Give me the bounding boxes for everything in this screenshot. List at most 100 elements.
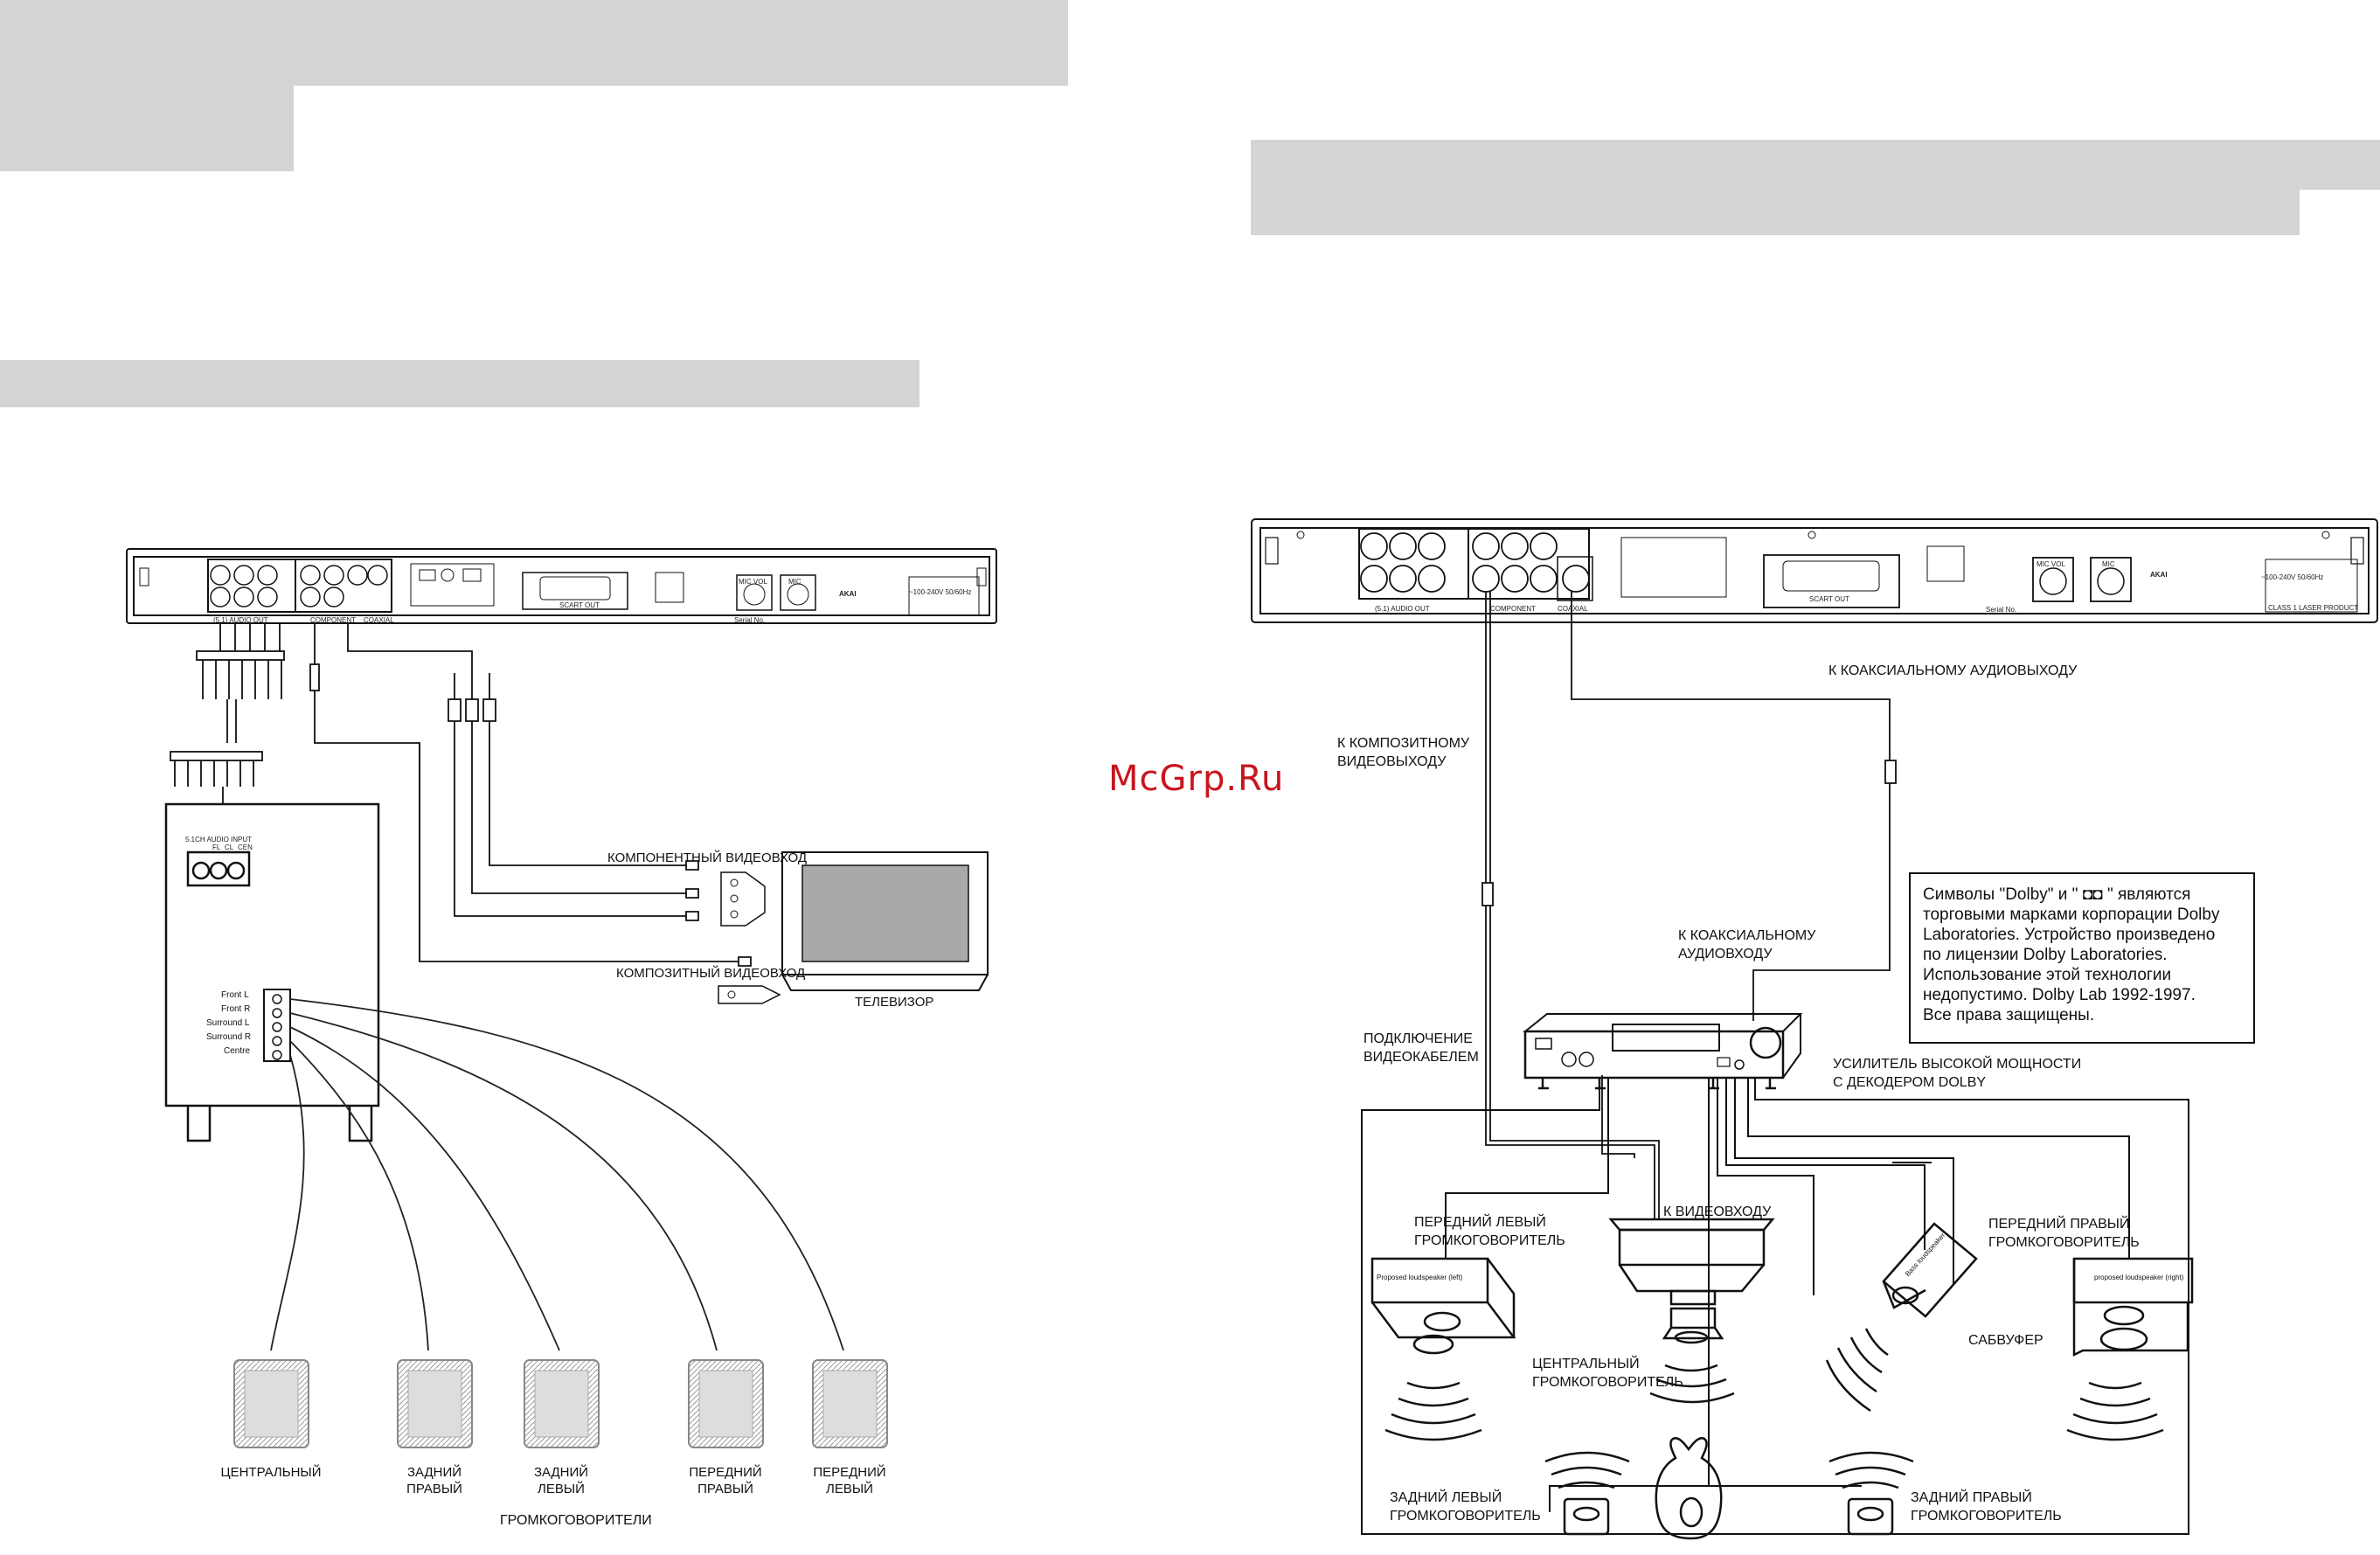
left-panel-brand: AKAI xyxy=(839,590,857,598)
right-to-video-in-label: К ВИДЕОВХОДУ xyxy=(1663,1204,1772,1219)
left-receiver-cen: CEN xyxy=(238,843,253,851)
right-video-cable-line1: ПОДКЛЮЧЕНИЕ xyxy=(1363,1031,1473,1046)
left-receiver-fl: FL xyxy=(212,843,221,851)
note-line-6: недопустимо. Dolby Lab 1992-1997. xyxy=(1923,986,2196,1004)
note-line-7: Все права защищены. xyxy=(1923,1006,2095,1024)
left-speaker-wires xyxy=(270,998,844,1351)
header-bar-right xyxy=(1251,140,2380,190)
left-speaker-label-front-right: ПЕРЕДНИЙ ПРАВЫЙ xyxy=(673,1464,778,1497)
header-bar-left-tab xyxy=(0,86,294,171)
right-panel-component-label: COMPONENT xyxy=(1490,605,1536,613)
note-line-4: по лицензии Dolby Laboratories. xyxy=(1923,946,2168,964)
right-front-right-label: ПЕРЕДНИЙ ПРАВЫЙ ГРОМКОГОВОРИТЕЛЬ xyxy=(1988,1215,2140,1252)
note-line-5: Использование этой технологии xyxy=(1923,966,2172,984)
right-rear-left-label: ЗАДНИЙ ЛЕВЫЙ ГРОМКОГОВОРИТЕЛЬ xyxy=(1390,1489,1541,1525)
left-panel-coaxial-label: COAXIAL xyxy=(364,616,394,624)
left-tv-label: ТЕЛЕВИЗОР xyxy=(855,995,934,1010)
right-speaker-wires xyxy=(1361,1078,2189,1535)
right-rear-right-line2: ГРОМКОГОВОРИТЕЛЬ xyxy=(1911,1509,2062,1524)
left-tv xyxy=(718,851,989,1004)
left-speaker-front-right-line2: ПРАВЫЙ xyxy=(697,1482,753,1496)
right-panel-scart-label: SCART OUT xyxy=(1809,595,1849,603)
right-rear-left-line2: ГРОМКОГОВОРИТЕЛЬ xyxy=(1390,1509,1541,1524)
note-line-2: торговыми марками корпорации Dolby xyxy=(1923,906,2220,924)
left-terminal-front-l: Front L xyxy=(221,990,249,1000)
front-right-speaker xyxy=(2072,1257,2194,1357)
right-front-left-line2: ГРОМКОГОВОРИТЕЛЬ xyxy=(1414,1233,1565,1248)
sound-waves xyxy=(1384,1328,2164,1489)
left-panel-mic-vol-label: MIC VOL xyxy=(739,578,767,586)
right-rear-right-line1: ЗАДНИЙ ПРАВЫЙ xyxy=(1911,1490,2032,1505)
right-to-composite-line2: ВИДЕОВЫХОДУ xyxy=(1337,754,1447,769)
left-panel-component-label: COMPONENT xyxy=(310,616,356,624)
left-speaker-rear-left-line2: ЛЕВЫЙ xyxy=(538,1482,585,1496)
left-speaker-front-right-line1: ПЕРЕДНИЙ xyxy=(689,1465,762,1480)
right-video-cable-line2: ВИДЕОКАБЕЛЕМ xyxy=(1363,1050,1479,1065)
right-front-left-label: ПЕРЕДНИЙ ЛЕВЫЙ ГРОМКОГОВОРИТЕЛЬ xyxy=(1414,1213,1565,1250)
left-speaker-rear-right-line2: ПРАВЫЙ xyxy=(406,1482,462,1496)
listener-figure xyxy=(1655,1437,1723,1540)
right-panel-power-label: ~100-240V 50/60Hz xyxy=(2261,573,2323,581)
left-panel-power-label: ~100-240V 50/60Hz xyxy=(909,588,971,596)
left-speaker-front-left-line2: ЛЕВЫЙ xyxy=(826,1482,873,1496)
subwoofer xyxy=(1882,1222,1978,1318)
header-bar-right-lower xyxy=(1251,190,2300,235)
left-panel-mic-label: MIC xyxy=(788,578,801,586)
rear-left-speaker xyxy=(1563,1497,1610,1536)
right-to-composite-label: К КОМПОЗИТНОМУ ВИДЕОВЫХОДУ xyxy=(1337,734,1469,771)
right-center-line1: ЦЕНТРАЛЬНЫЙ xyxy=(1532,1357,1640,1371)
right-amplifier-line2: С ДЕКОДЕРОМ DOLBY xyxy=(1833,1075,1987,1090)
left-component-in-label: КОМПОНЕНТНЫЙ ВИДЕОВХОД xyxy=(607,850,808,865)
left-dvd-rear-panel xyxy=(126,548,997,624)
right-center-label: ЦЕНТРАЛЬНЫЙ ГРОМКОГОВОРИТЕЛЬ xyxy=(1532,1355,1683,1392)
dolby-trademark-note: Символы "Dolby" и " ◘◘ " являются торгов… xyxy=(1909,872,2255,1044)
watermark: McGrp.Ru xyxy=(1108,759,1285,799)
right-front-left-tag: Proposed loudspeaker (left) xyxy=(1377,1274,1463,1281)
left-terminal-surround-r: Surround R xyxy=(206,1032,252,1042)
left-speaker-label-front-left: ПЕРЕДНИЙ ЛЕВЫЙ xyxy=(797,1464,902,1497)
left-receiver-input-label: 5.1CH AUDIO INPUT xyxy=(185,836,252,843)
left-speaker-front-left-line1: ПЕРЕДНИЙ xyxy=(813,1465,886,1480)
right-amplifier xyxy=(1523,1013,1803,1090)
left-speaker-label-rear-right: ЗАДНИЙ ПРАВЫЙ xyxy=(382,1464,487,1497)
left-terminal-front-r: Front R xyxy=(221,1004,251,1014)
right-panel-brand: AKAI xyxy=(2150,571,2168,579)
right-amplifier-label: УСИЛИТЕЛЬ ВЫСОКОЙ МОЩНОСТИ С ДЕКОДЕРОМ D… xyxy=(1833,1055,2081,1092)
left-panel-audio-out-label: (5.1) AUDIO OUT xyxy=(213,616,268,624)
right-to-coax-in-label: К КОАКСИАЛЬНОМУ АУДИОВХОДУ xyxy=(1678,927,1815,963)
left-speaker-label-rear-left: ЗАДНИЙ ЛЕВЫЙ xyxy=(509,1464,614,1497)
left-composite-in-label: КОМПОЗИТНЫЙ ВИДЕОВХОД xyxy=(616,966,806,981)
right-rear-left-line1: ЗАДНИЙ ЛЕВЫЙ xyxy=(1390,1490,1502,1505)
right-to-composite-line1: К КОМПОЗИТНОМУ xyxy=(1337,736,1470,751)
right-panel-laser-label: CLASS 1 LASER PRODUCT xyxy=(2268,604,2358,612)
left-receiver xyxy=(164,802,380,1142)
note-line-1: Символы "Dolby" и " ◘◘ " являются xyxy=(1923,885,2191,904)
section-bar-left xyxy=(0,360,919,407)
right-front-right-line2: ГРОМКОГОВОРИТЕЛЬ xyxy=(1988,1235,2140,1250)
right-to-coax-out-label: К КОАКСИАЛЬНОМУ АУДИОВЫХОДУ xyxy=(1828,663,2078,678)
right-panel-serial-label: Serial No. xyxy=(1986,606,2016,614)
left-receiver-cl: CL xyxy=(225,843,234,851)
right-to-coax-in-line2: АУДИОВХОДУ xyxy=(1678,947,1773,961)
note-line-3: Laboratories. Устройство произведено xyxy=(1923,926,2216,944)
right-dvd-rear-panel xyxy=(1251,518,2378,623)
right-panel-mic-vol-label: MIC VOL xyxy=(2037,560,2065,568)
left-speaker-rear-right-line1: ЗАДНИЙ xyxy=(406,1465,462,1480)
right-video-cable-label: ПОДКЛЮЧЕНИЕ ВИДЕОКАБЕЛЕМ xyxy=(1363,1030,1479,1066)
right-to-coax-in-line1: К КОАКСИАЛЬНОМУ xyxy=(1678,928,1816,943)
left-speaker-center-line1: ЦЕНТРАЛЬНЫЙ xyxy=(220,1465,322,1480)
right-panel-mic-label: MIC xyxy=(2102,560,2115,568)
right-subwoofer-label: САБВУФЕР xyxy=(1968,1333,2043,1348)
right-front-left-line1: ПЕРЕДНИЙ ЛЕВЫЙ xyxy=(1414,1215,1546,1230)
left-terminal-surround-l: Surround L xyxy=(206,1018,250,1028)
left-cables xyxy=(170,623,752,967)
right-front-right-line1: ПЕРЕДНИЙ ПРАВЫЙ xyxy=(1988,1217,2130,1232)
right-center-line2: ГРОМКОГОВОРИТЕЛЬ xyxy=(1532,1375,1683,1390)
center-tv xyxy=(1608,1218,1775,1344)
left-speakers-title: ГРОМКОГОВОРИТЕЛИ xyxy=(500,1513,652,1528)
rear-right-speaker xyxy=(1847,1497,1894,1536)
left-speaker-label-center: ЦЕНТРАЛЬНЫЙ xyxy=(219,1464,323,1481)
header-bar-left-top xyxy=(0,0,1068,86)
right-amplifier-line1: УСИЛИТЕЛЬ ВЫСОКОЙ МОЩНОСТИ xyxy=(1833,1057,2082,1072)
